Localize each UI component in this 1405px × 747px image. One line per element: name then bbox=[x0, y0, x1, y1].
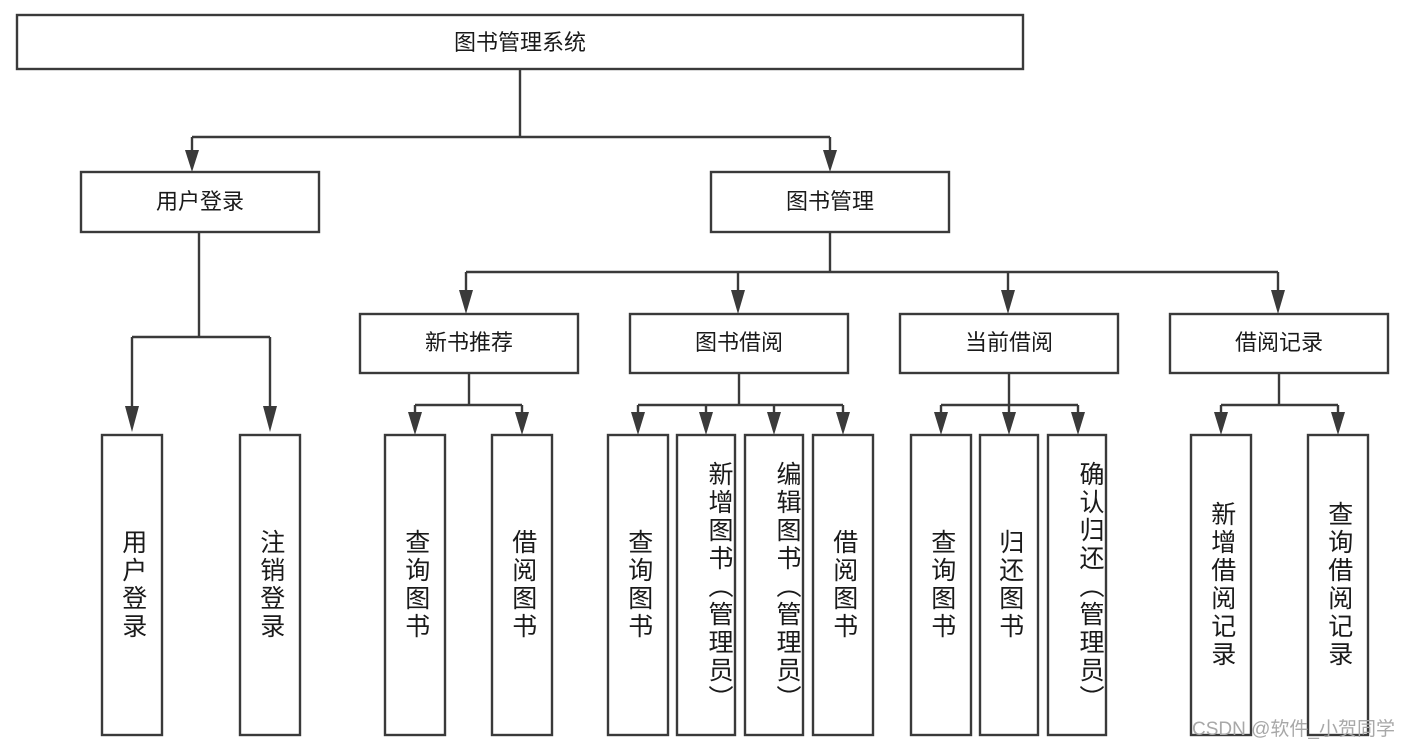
arrow-icon-to-leaf-add-book bbox=[699, 412, 713, 435]
arrow-icon-to-leaf-borrow-book-1 bbox=[515, 412, 529, 435]
node-user-login-label: 用户登录 bbox=[156, 189, 244, 214]
node-borrow-record[interactable]: 借阅记录 bbox=[1168, 312, 1390, 375]
node-new-book-rec[interactable]: 新书推荐 bbox=[358, 312, 580, 375]
node-new-book-rec-box[interactable] bbox=[358, 312, 580, 375]
arrow-icon-to-leaf-edit-book bbox=[767, 412, 781, 435]
arrowhead-group bbox=[125, 150, 1345, 435]
arrow-icon-to-leaf-borrow-book-2 bbox=[836, 412, 850, 435]
arrow-icon-to-user-login bbox=[185, 150, 199, 172]
node-borrow-record-box[interactable] bbox=[1168, 312, 1390, 375]
node-leaf-borrow-book-2-box[interactable] bbox=[811, 433, 875, 737]
node-leaf-query-record-box[interactable] bbox=[1306, 433, 1370, 737]
arrow-icon-to-leaf-query-record bbox=[1331, 412, 1345, 435]
node-current-borrow-label: 当前借阅 bbox=[965, 330, 1053, 355]
node-book-borrow[interactable]: 图书借阅 bbox=[628, 312, 850, 375]
node-current-borrow[interactable]: 当前借阅 bbox=[898, 312, 1120, 375]
node-current-borrow-box[interactable] bbox=[898, 312, 1120, 375]
arrow-icon-to-leaf-query-book-1 bbox=[408, 412, 422, 435]
node-system[interactable]: 图书管理系统 bbox=[15, 13, 1025, 71]
node-system-label: 图书管理系统 bbox=[454, 30, 586, 55]
node-leaf-user-login-box[interactable] bbox=[100, 433, 164, 737]
arrow-icon-to-leaf-user-logout bbox=[263, 406, 277, 432]
node-book-manage[interactable]: 图书管理 bbox=[709, 170, 951, 234]
node-leaf-edit-book-box[interactable] bbox=[743, 433, 805, 737]
node-leaf-add-book-box[interactable] bbox=[675, 433, 737, 737]
node-leaf-query-book-2-box[interactable] bbox=[606, 433, 670, 737]
node-leaf-confirm-return-box[interactable] bbox=[1046, 433, 1108, 737]
node-borrow-record-label: 借阅记录 bbox=[1235, 330, 1323, 355]
arrow-icon-to-book-manage bbox=[823, 150, 837, 172]
arrow-icon-to-new-book-rec bbox=[459, 290, 473, 314]
node-leaf-return-book-box[interactable] bbox=[978, 433, 1040, 737]
arrow-icon-to-leaf-add-record bbox=[1214, 412, 1228, 435]
arrow-icon-to-book-borrow bbox=[731, 290, 745, 314]
node-leaf-query-book-1-box[interactable] bbox=[383, 433, 447, 737]
node-new-book-rec-label: 新书推荐 bbox=[425, 330, 513, 355]
node-user-login[interactable]: 用户登录 bbox=[79, 170, 321, 234]
node-leaf-query-book-3-box[interactable] bbox=[909, 433, 973, 737]
arrow-icon-to-leaf-user-login bbox=[125, 406, 139, 432]
node-user-login-box[interactable] bbox=[79, 170, 321, 234]
csdn-watermark: CSDN @软件_小贺同学 bbox=[1192, 719, 1395, 740]
arrow-icon-to-leaf-query-book-2 bbox=[631, 412, 645, 435]
node-leaf-user-logout-box[interactable] bbox=[238, 433, 302, 737]
node-book-manage-box[interactable] bbox=[709, 170, 951, 234]
node-system-box[interactable] bbox=[15, 13, 1025, 71]
arrow-icon-to-leaf-return-book bbox=[1002, 412, 1016, 435]
arrow-icon-to-leaf-query-book-3 bbox=[934, 412, 948, 435]
node-leaf-add-record-box[interactable] bbox=[1189, 433, 1253, 737]
arrow-icon-to-leaf-confirm-return bbox=[1071, 412, 1085, 435]
arrow-icon-to-current-borrow bbox=[1001, 290, 1015, 314]
arrow-icon-to-borrow-record bbox=[1271, 290, 1285, 314]
node-book-borrow-label: 图书借阅 bbox=[695, 330, 783, 355]
node-leaf-borrow-book-1-box[interactable] bbox=[490, 433, 554, 737]
node-book-borrow-box[interactable] bbox=[628, 312, 850, 375]
node-book-manage-label: 图书管理 bbox=[786, 189, 874, 214]
